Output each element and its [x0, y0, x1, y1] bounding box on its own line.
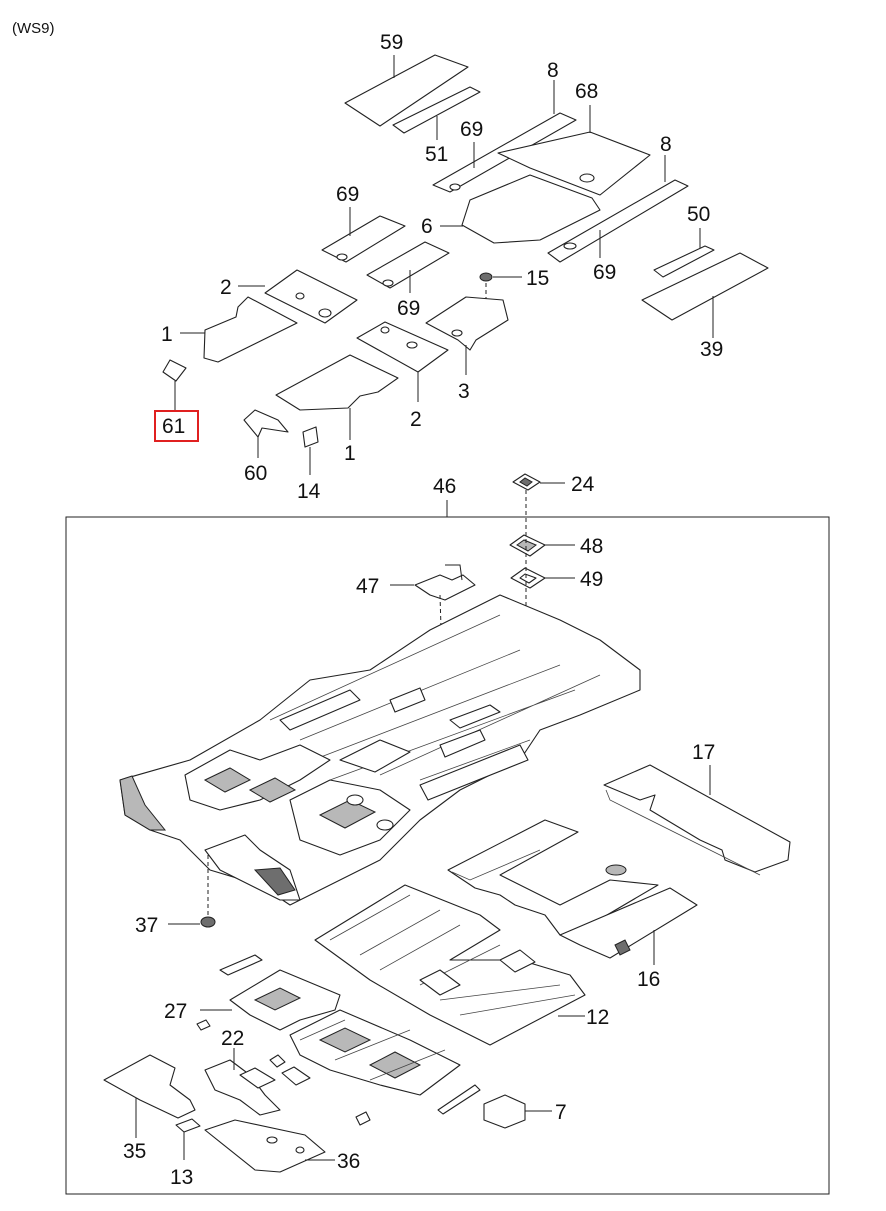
part-1-pad-lower	[275, 354, 399, 440]
part-14-tab	[302, 426, 319, 475]
part-50-strip	[653, 228, 715, 278]
part-3-pad	[425, 296, 509, 375]
part-24-grommet	[512, 473, 565, 491]
callout-69: 69	[460, 118, 483, 141]
part-13-tab	[175, 1118, 201, 1160]
part-60-piece	[243, 409, 289, 458]
part-17-rear-carpet	[603, 764, 791, 876]
callout-35: 35	[123, 1140, 146, 1163]
callout-48: 48	[580, 535, 603, 558]
callout-36: 36	[337, 1150, 360, 1173]
part-16-mid-carpet	[447, 819, 698, 965]
part-68-pad	[497, 105, 651, 196]
callout-8: 8	[547, 59, 559, 82]
callout-14: 14	[297, 480, 321, 503]
part-27-floor-mat	[200, 954, 461, 1096]
part-46-floor-carpet	[119, 594, 641, 915]
callout-2: 2	[410, 408, 422, 431]
part-48-boot	[509, 534, 575, 557]
callout-15: 15	[526, 267, 549, 290]
callout-46: 46	[433, 475, 456, 498]
callout-7: 7	[555, 1101, 567, 1124]
callout-2: 2	[220, 276, 232, 299]
part-47-bracket	[390, 564, 476, 761]
callout-3: 3	[458, 380, 470, 403]
callout-51: 51	[425, 143, 448, 166]
page-tag: (WS9)	[12, 20, 55, 37]
part-35-mat	[103, 1054, 196, 1138]
callout-69: 69	[593, 261, 616, 284]
callout-24: 24	[571, 473, 595, 496]
callout-60: 60	[244, 462, 267, 485]
part-51-strip	[392, 86, 481, 140]
part-7-block	[483, 1094, 552, 1129]
part-39-pad	[641, 252, 769, 338]
callout-37: 37	[135, 914, 158, 937]
part-61-piece	[162, 359, 187, 410]
callout-6: 6	[421, 215, 433, 238]
callout-27: 27	[164, 1000, 187, 1023]
callout-16: 16	[637, 968, 660, 991]
callout-17: 17	[692, 741, 715, 764]
part-59-pad	[344, 54, 469, 127]
part-69-strip-lower	[547, 155, 689, 263]
part-12-front-carpet	[314, 884, 586, 1046]
callout-12: 12	[586, 1006, 609, 1029]
callout-13: 13	[170, 1166, 193, 1189]
callout-69: 69	[336, 183, 359, 206]
callout-50: 50	[687, 203, 710, 226]
part-37-clip	[168, 916, 216, 928]
part-22-small-pieces	[196, 1019, 481, 1126]
callout-69: 69	[397, 297, 420, 320]
callout-39: 39	[700, 338, 723, 361]
part-36-mat	[204, 1119, 335, 1173]
part-1-pad-upper	[180, 296, 298, 363]
part-2-pad-lower	[356, 321, 449, 402]
callout-22: 22	[221, 1027, 244, 1050]
part-49-seal	[510, 567, 575, 589]
callout-61: 61	[162, 415, 185, 438]
callout-61-highlight	[154, 410, 199, 442]
callout-1: 1	[344, 442, 356, 465]
part-2-pad-upper	[238, 269, 358, 324]
callout-1: 1	[161, 323, 173, 346]
part-69-strip-left	[321, 207, 406, 263]
callout-49: 49	[580, 568, 603, 591]
callout-47: 47	[356, 575, 379, 598]
callout-59: 59	[380, 31, 403, 54]
callout-8: 8	[660, 133, 672, 156]
part-69-strip-mid	[366, 241, 450, 293]
part-6-pad	[440, 174, 601, 244]
callout-68: 68	[575, 80, 598, 103]
